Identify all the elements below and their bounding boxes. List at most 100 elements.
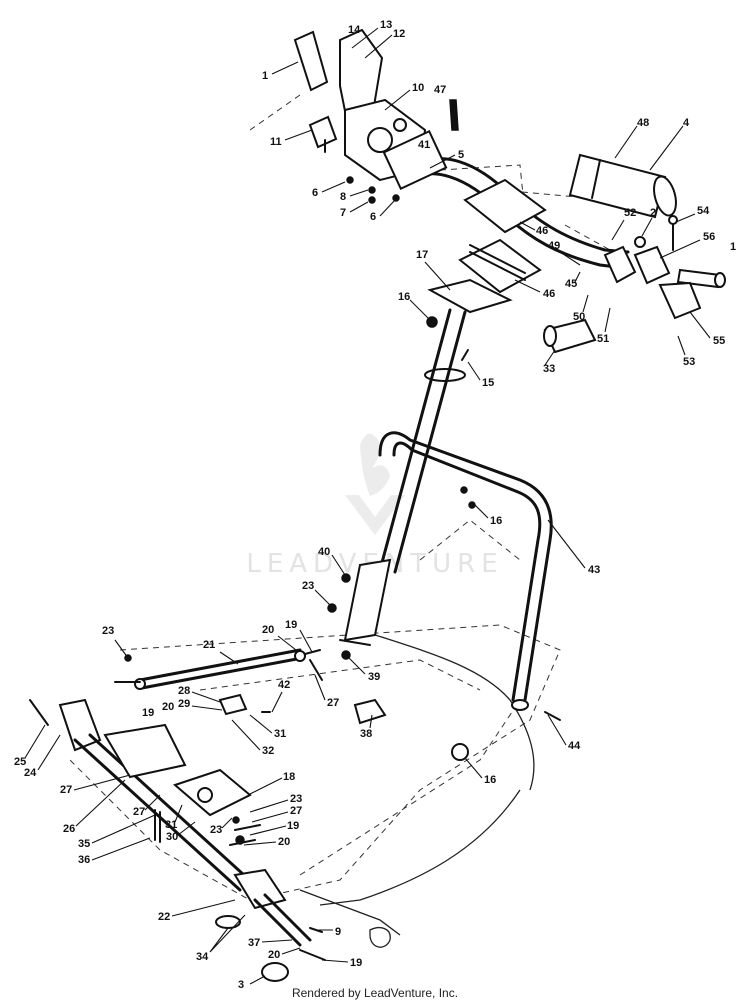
callout: 16: [398, 291, 429, 319]
callout: 50: [573, 294, 589, 323]
svg-text:26: 26: [63, 823, 75, 835]
callout: 20: [243, 836, 290, 848]
svg-text:23: 23: [102, 625, 114, 637]
callout: 20: [262, 624, 297, 651]
svg-text:16: 16: [484, 774, 496, 786]
lever-part-55: [658, 281, 702, 320]
bushing-part-16: [426, 316, 438, 328]
svg-text:44: 44: [568, 740, 581, 752]
callout: 3: [238, 975, 266, 991]
callout-labels: 1 14 13 12 10 47 11 48 4 41 5 6 8 7 6 46…: [14, 19, 736, 991]
callout: 11: [270, 129, 313, 148]
callout: 1: [262, 61, 299, 82]
svg-text:10: 10: [412, 82, 424, 94]
callout: 51: [597, 307, 611, 345]
callout: 35: [78, 814, 156, 850]
svg-text:31: 31: [274, 728, 286, 740]
svg-text:37: 37: [248, 937, 260, 949]
svg-text:40: 40: [318, 546, 330, 558]
svg-text:22: 22: [158, 911, 170, 923]
svg-text:20: 20: [162, 701, 174, 713]
callout: 4: [649, 117, 690, 171]
callout: 32: [231, 719, 274, 757]
svg-text:27: 27: [133, 806, 145, 818]
steering-column: [327, 278, 513, 660]
bracket-part-52: [603, 245, 637, 284]
svg-text:13: 13: [380, 19, 392, 31]
svg-text:55: 55: [713, 335, 725, 347]
callout: 46: [514, 279, 555, 300]
svg-text:9: 9: [335, 926, 341, 938]
callout: 6: [312, 181, 346, 199]
svg-text:54: 54: [697, 205, 710, 217]
svg-text:6: 6: [370, 211, 376, 223]
svg-text:1: 1: [262, 70, 268, 82]
svg-text:46: 46: [543, 288, 555, 300]
svg-text:24: 24: [24, 767, 37, 779]
callout: 8: [340, 189, 369, 203]
svg-text:1: 1: [730, 241, 736, 253]
svg-text:14: 14: [348, 24, 361, 36]
svg-text:29: 29: [178, 698, 190, 710]
sleeve-part-1: [293, 30, 329, 92]
callout: 16: [464, 757, 496, 786]
svg-text:20: 20: [278, 836, 290, 848]
callout: 41: [418, 139, 430, 151]
callout: 9: [314, 926, 341, 938]
svg-text:27: 27: [290, 805, 302, 817]
bushing-part-28: [218, 693, 248, 716]
callout: 27: [314, 674, 339, 709]
svg-text:39: 39: [368, 671, 380, 683]
clamp-upper-part-46: [463, 178, 547, 234]
callout: 38: [360, 714, 373, 740]
svg-text:30: 30: [166, 831, 178, 843]
callout: 40: [318, 546, 346, 576]
rendered-by-credit: Rendered by LeadVenture, Inc.: [291, 986, 459, 1000]
callout: 10: [384, 82, 424, 111]
svg-text:56: 56: [703, 231, 715, 243]
callout: 24: [24, 734, 61, 779]
cap-part-3: [261, 962, 289, 982]
callout: 13: [351, 19, 392, 49]
callout: 39: [345, 654, 380, 683]
arm-part-24: [58, 698, 102, 752]
callout: 1: [730, 241, 736, 253]
callout: 28: [178, 685, 221, 703]
watermark: LEADVENTURE: [246, 433, 498, 579]
callout: 34: [196, 914, 246, 963]
steering-box-assembly: [293, 28, 459, 204]
callout: 44: [547, 714, 581, 752]
svg-text:51: 51: [597, 333, 609, 345]
svg-text:19: 19: [287, 820, 299, 832]
bushing-lower-part-16: [451, 743, 469, 761]
callout: 31: [165, 804, 183, 831]
callout: 23: [249, 793, 302, 813]
svg-text:41: 41: [418, 139, 430, 151]
callout: 48: [614, 117, 649, 159]
svg-text:31: 31: [165, 819, 177, 831]
svg-text:12: 12: [393, 28, 405, 40]
svg-text:4: 4: [683, 117, 690, 129]
callout: 56: [659, 231, 715, 259]
plate-part-26: [103, 723, 187, 779]
callout: 55: [689, 311, 725, 347]
svg-text:42: 42: [278, 679, 290, 691]
svg-text:11: 11: [270, 136, 282, 148]
svg-text:3: 3: [238, 979, 244, 991]
column-bracket-part-40: [343, 558, 392, 642]
frame-outline: [69, 94, 613, 948]
svg-text:53: 53: [683, 356, 695, 368]
callout: 18: [247, 771, 295, 796]
svg-text:20: 20: [268, 949, 280, 961]
callout: 19: [249, 820, 299, 836]
svg-text:18: 18: [283, 771, 295, 783]
callout: 26: [63, 779, 126, 835]
svg-text:32: 32: [262, 745, 274, 757]
callout: 30: [166, 821, 196, 843]
callout: 53: [677, 335, 695, 368]
svg-text:16: 16: [490, 515, 502, 527]
callout: 36: [78, 837, 151, 866]
spindle-part-22: [233, 868, 287, 910]
svg-text:25: 25: [14, 756, 26, 768]
